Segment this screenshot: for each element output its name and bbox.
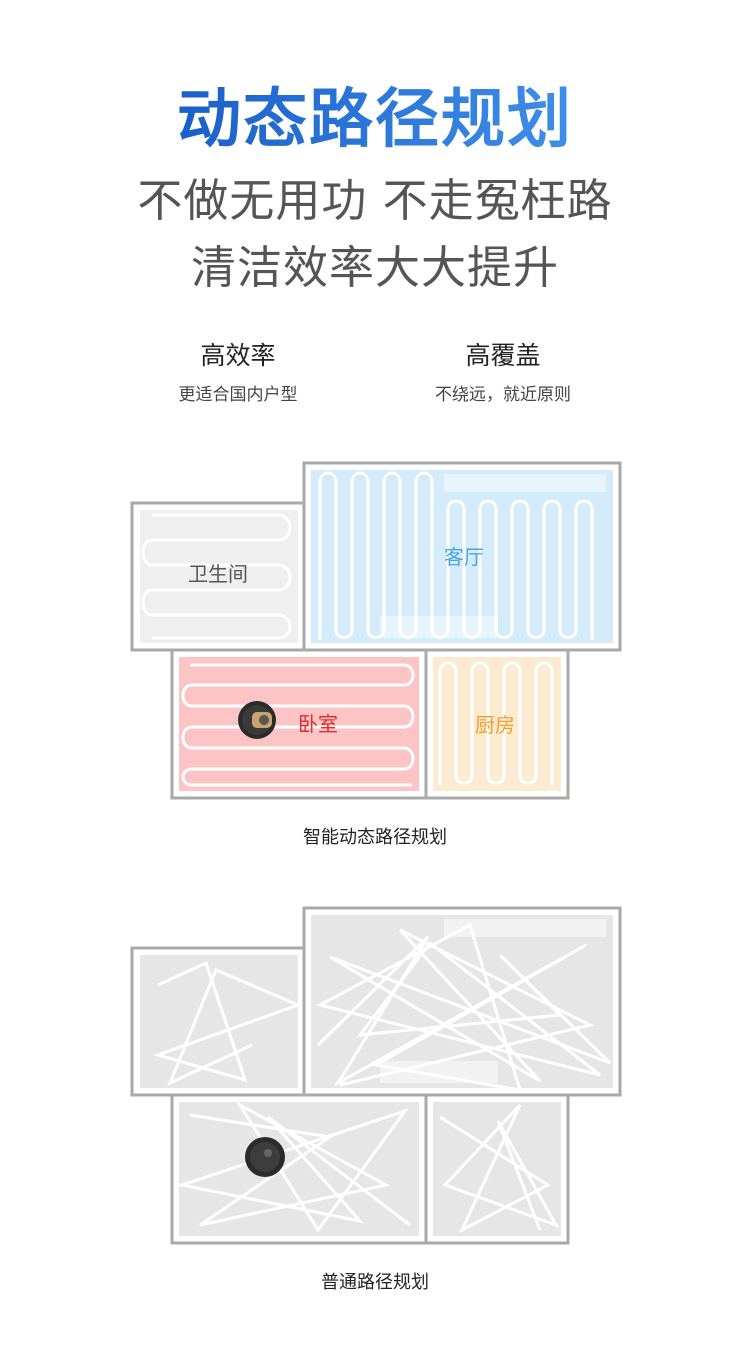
normal-path-map: [130, 906, 622, 1245]
robot-vacuum-icon: [245, 1137, 285, 1177]
feature-coverage-title: 高覆盖: [465, 341, 541, 370]
room-kitchen-label: 厨房: [475, 713, 515, 737]
feature-efficiency-title: 高效率: [200, 341, 276, 370]
robot-vacuum-icon: [238, 701, 276, 739]
smart-map-caption: 智能动态路径规划: [303, 827, 447, 848]
living-path-line: [318, 471, 594, 640]
normal-map-caption: 普通路径规划: [321, 1272, 429, 1293]
normal-bathroom-path: [153, 960, 303, 1086]
feature-efficiency-desc: 更适合国内户型: [178, 385, 298, 405]
page-title-text: 动态路径规划: [177, 83, 573, 157]
normal-living-furniture-bottom: [380, 1061, 498, 1083]
room-living-floor: [311, 470, 613, 643]
feature-coverage: 高覆盖 不绕远，就近原则: [393, 340, 613, 408]
normal-living-furniture-top: [444, 919, 606, 937]
room-bathroom-label: 卫生间: [188, 562, 248, 586]
subtitle-line-2: 清洁效率大大提升: [190, 241, 559, 294]
subtitle-line-1: 不做无用功 不走冤枉路: [137, 174, 613, 227]
page-title: 动态路径规划: [0, 82, 750, 158]
room-living-label: 客厅: [444, 545, 484, 569]
room-bathroom-floor: [140, 510, 298, 643]
normal-kitchen-path: [439, 1103, 560, 1234]
normal-living-path: [315, 922, 612, 1092]
living-furniture-bottom: [380, 616, 498, 638]
normal-bedroom-path: [176, 1100, 411, 1233]
kitchen-path-line: [438, 661, 554, 785]
room-bedroom-label: 卧室: [298, 712, 338, 736]
bedroom-path-line: [181, 663, 415, 787]
normal-room-bathroom-floor: [140, 955, 298, 1088]
room-kitchen-floor: [433, 657, 561, 791]
feature-efficiency: 高效率 更适合国内户型: [128, 340, 348, 408]
smart-path-map: 卫生间 客厅 卧室 厨房: [130, 461, 622, 800]
feature-coverage-desc: 不绕远，就近原则: [435, 385, 571, 405]
bathroom-path-line: [141, 513, 292, 640]
living-furniture-top: [444, 474, 606, 492]
